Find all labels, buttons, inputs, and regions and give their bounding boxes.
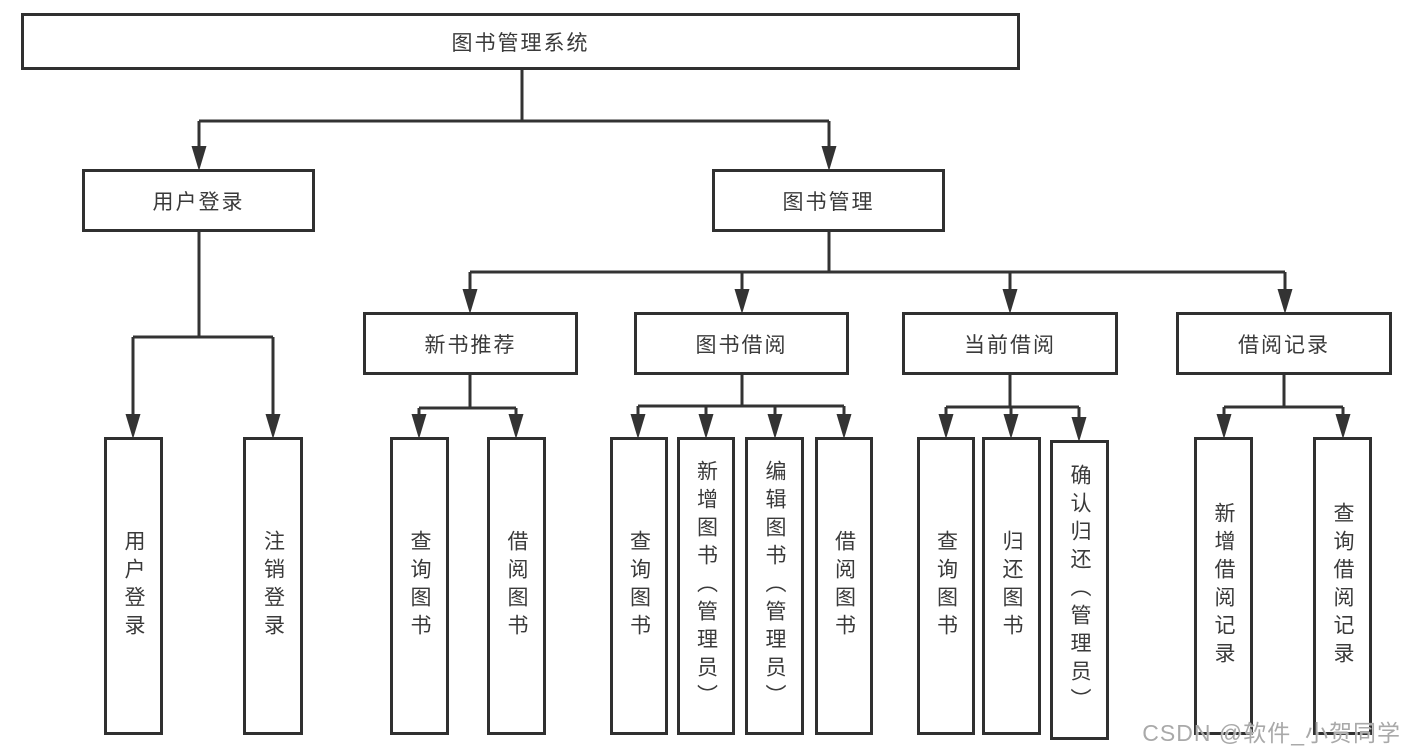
leaf-bb-query-book: 查询图书 [610,437,668,735]
leaf-br-add-record-label: 新增借阅记录 [1212,502,1235,670]
node-current-borrowing: 当前借阅 [902,312,1118,375]
leaf-cb-query-book: 查询图书 [917,437,975,735]
leaf-user-login: 用户登录 [104,437,163,735]
leaf-bb-edit-book-label: 编辑图书（管理员） [763,460,786,712]
leaf-br-query-record-label: 查询借阅记录 [1331,502,1354,670]
leaf-logout-label: 注销登录 [261,530,285,642]
leaf-cb-return-book-label: 归还图书 [1000,530,1023,642]
node-root-label: 图书管理系统 [451,31,590,55]
arrowheads [125,146,1351,442]
node-borrowing-records-label: 借阅记录 [1238,333,1330,357]
leaf-user-login-label: 用户登录 [122,530,145,642]
leaf-bb-query-book-label: 查询图书 [627,530,651,642]
leaf-bb-add-book: 新增图书（管理员） [677,437,735,735]
leaf-rec-query-book: 查询图书 [390,437,449,735]
leaf-cb-return-book: 归还图书 [982,437,1041,735]
leaf-rec-borrow-book: 借阅图书 [487,437,546,735]
leaf-rec-borrow-book-label: 借阅图书 [505,530,528,642]
leaf-logout: 注销登录 [243,437,303,735]
node-borrowing-records: 借阅记录 [1176,312,1392,375]
node-user-login: 用户登录 [82,169,315,232]
node-book-management-label: 图书管理 [782,190,875,214]
leaf-bb-add-book-label: 新增图书（管理员） [694,460,718,712]
node-current-borrowing-label: 当前借阅 [964,333,1056,357]
leaf-cb-query-book-label: 查询图书 [934,530,958,642]
node-new-book-recommendation-label: 新书推荐 [424,333,517,357]
node-new-book-recommendation: 新书推荐 [363,312,578,375]
leaf-bb-borrow-book: 借阅图书 [815,437,873,735]
leaf-br-query-record: 查询借阅记录 [1313,437,1372,735]
node-user-login-label: 用户登录 [152,190,245,214]
node-book-management: 图书管理 [712,169,945,232]
leaf-bb-edit-book: 编辑图书（管理员） [745,437,804,735]
leaf-cb-confirm-return-label: 确认归还（管理员） [1068,464,1091,716]
node-book-borrowing-label: 图书借阅 [695,333,788,357]
leaf-bb-borrow-book-label: 借阅图书 [832,530,856,642]
leaf-br-add-record: 新增借阅记录 [1194,437,1253,735]
node-book-borrowing: 图书借阅 [634,312,849,375]
node-root: 图书管理系统 [21,13,1020,70]
csdn-watermark: CSDN @软件_小贺同学 [1142,720,1401,746]
leaf-cb-confirm-return: 确认归还（管理员） [1050,440,1109,740]
leaf-rec-query-book-label: 查询图书 [408,530,431,642]
